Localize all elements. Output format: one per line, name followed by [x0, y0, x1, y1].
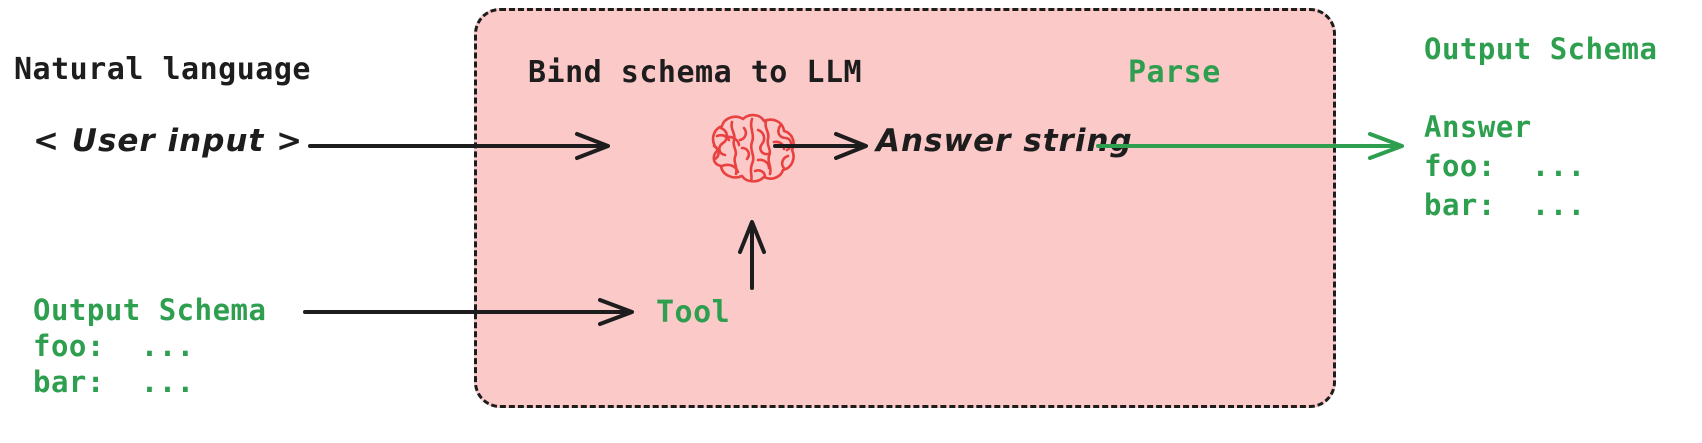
llm-panel [474, 8, 1336, 408]
bind-schema-label: Bind schema to LLM [528, 55, 863, 90]
answer-string-text: Answer string [876, 123, 1133, 159]
input-output-schema-block: Output Schema foo: ... bar: ... [33, 293, 267, 399]
output-schema-block: Output Schema Answer foo: ... bar: ... [1424, 32, 1658, 222]
user-input-text: < User input > [33, 123, 304, 159]
parse-label: Parse [1128, 55, 1221, 90]
natural-language-label: Natural language [14, 52, 311, 87]
tool-label: Tool [656, 295, 731, 330]
